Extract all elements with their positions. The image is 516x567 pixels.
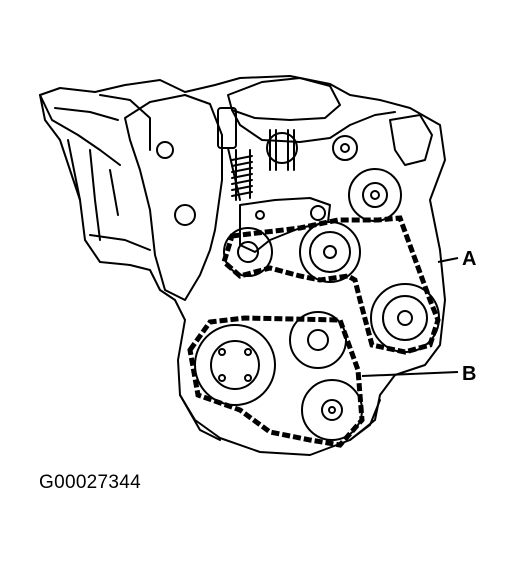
idler-pulley-left-hub: [237, 241, 259, 263]
figure-id: G00027344: [39, 472, 142, 493]
tensioner-pulley-inner: [309, 231, 351, 273]
water-pump-housing: [389, 114, 433, 166]
upper-bracket: [231, 109, 396, 143]
power-steering-pulley: [348, 168, 402, 222]
cover-bolt-hole: [156, 141, 174, 159]
upper-idler: [332, 135, 358, 161]
valve-cover: [227, 77, 341, 121]
callout-b-label: B: [462, 363, 476, 385]
crank-bolt: [244, 348, 252, 356]
water-pump-pulley-inner: [382, 295, 428, 341]
tensioner-pulley-hub: [323, 245, 337, 259]
power-steering-hub: [362, 182, 388, 208]
crank-bolt: [244, 374, 252, 382]
arm-pivot: [310, 205, 326, 221]
cover-bolt-hole: [174, 204, 196, 226]
crank-bolt: [218, 348, 226, 356]
leader-line-b: [361, 371, 459, 377]
upper-idler-hub: [340, 143, 350, 153]
timing-cover: [124, 94, 223, 301]
ac-compressor-pulley: [289, 311, 347, 369]
belt-a: [221, 215, 441, 355]
callout-a-label: A: [462, 248, 476, 270]
oil-pan: [179, 394, 381, 441]
tensioner-spring: [231, 149, 253, 201]
lower-pulley-hub: [321, 399, 343, 421]
power-steering-center: [370, 190, 380, 200]
leader-line-a: [437, 257, 459, 263]
alternator-pulley: [266, 132, 298, 164]
crankshaft-pulley-inner: [210, 340, 260, 390]
crank-bolt: [218, 374, 226, 382]
lower-pulley-center: [328, 406, 336, 414]
crankshaft-pulley: [194, 324, 276, 406]
belt-b: [187, 315, 365, 448]
arm-bolt: [255, 210, 265, 220]
tensioner-rod: [227, 147, 241, 201]
water-pump-hub: [397, 310, 413, 326]
engine-block: [39, 75, 446, 456]
intake-manifold: [39, 94, 151, 251]
ac-compressor-hub: [307, 329, 329, 351]
alternator-fins: [269, 129, 295, 171]
